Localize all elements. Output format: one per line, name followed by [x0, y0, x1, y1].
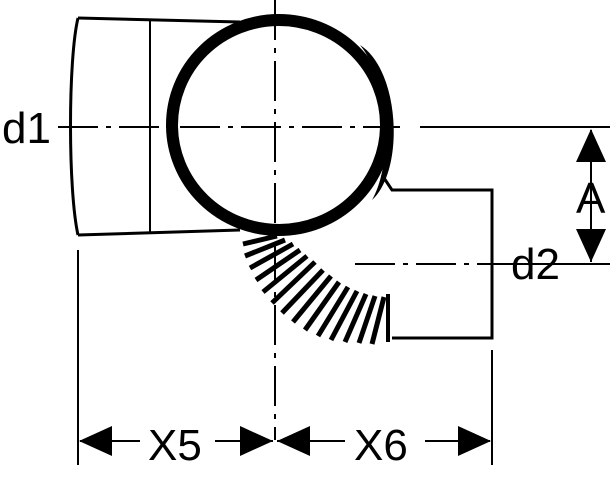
x6-arrow-left	[277, 426, 310, 456]
bend-hatching	[242, 233, 387, 345]
center-lines	[58, 0, 610, 440]
circle-shadow-crescent	[360, 45, 394, 200]
label-d2: d2	[511, 240, 560, 289]
dimension-a	[576, 129, 606, 262]
pipe-opening-circle	[166, 14, 394, 236]
branch-outlet	[380, 174, 494, 342]
dimension-a-arrow-bottom	[576, 229, 606, 262]
label-a: A	[576, 174, 606, 223]
x6-arrow-right	[458, 426, 491, 456]
label-x6: X6	[354, 421, 408, 470]
label-x5: X5	[148, 421, 202, 470]
branch-outline	[380, 174, 494, 340]
x5-arrow-right	[240, 426, 273, 456]
label-d1: d1	[2, 104, 51, 153]
left-pipe-end-arc	[69, 17, 80, 236]
dimension-a-arrow-top	[576, 129, 606, 162]
left-pipe-top-edge	[77, 16, 241, 24]
dimension-x	[79, 426, 491, 456]
left-pipe-bottom-edge	[77, 228, 241, 237]
dimension-extension-lines	[77, 250, 493, 465]
x5-arrow-left	[79, 426, 112, 456]
